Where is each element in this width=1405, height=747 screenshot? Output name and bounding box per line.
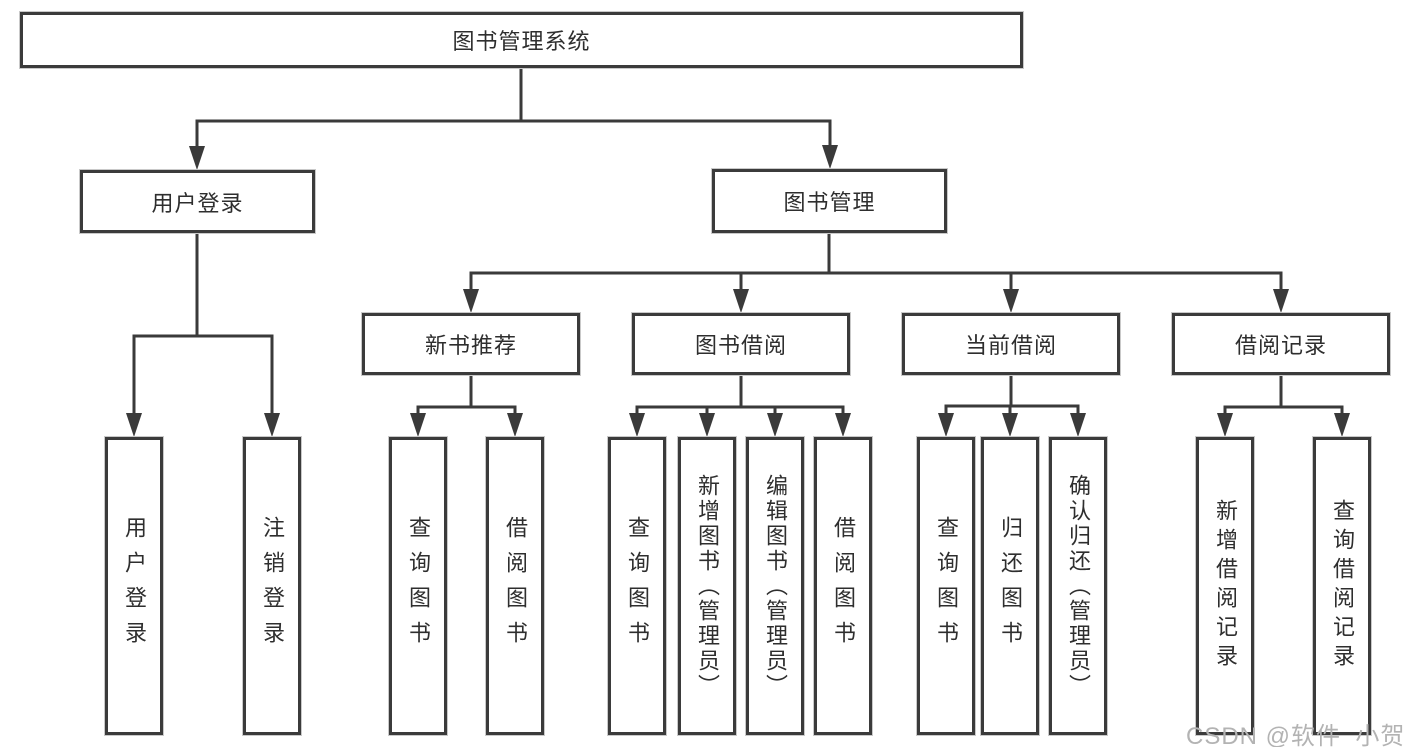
leaf-logout: 注销登录 (243, 437, 301, 735)
leaf-add-books-admin: 新增图书（管理员） (678, 437, 736, 735)
leaf-query-borrow-record: 查询借阅记录 (1313, 437, 1371, 735)
node-borrowing-records: 借阅记录 (1172, 313, 1390, 375)
node-label: 图书管理 (783, 190, 876, 215)
node-label: 当前借阅 (964, 333, 1057, 358)
node-current-borrowing: 当前借阅 (902, 313, 1120, 375)
leaf-query-books-newbook: 查询图书 (389, 437, 447, 735)
leaf-confirm-return-admin: 确认归还（管理员） (1049, 437, 1107, 735)
connector-userlogin-children (126, 232, 280, 437)
leaf-edit-books-admin: 编辑图书（管理员） (746, 437, 804, 735)
connector-bookmgmt-to-level3 (463, 232, 1289, 313)
connector-newbook-children (410, 374, 523, 437)
csdn-watermark: CSDN @软件_小贺同学 (1186, 723, 1405, 747)
leaf-borrow-books-borrow: 借阅图书 (814, 437, 872, 735)
node-new-book-recommendation: 新书推荐 (362, 313, 580, 375)
leaf-add-borrow-record: 新增借阅记录 (1196, 437, 1254, 735)
leaf-query-books-current: 查询图书 (917, 437, 975, 735)
leaf-return-books: 归还图书 (981, 437, 1039, 735)
leaf-borrow-books-newbook: 借阅图书 (486, 437, 544, 735)
node-label: 借阅记录 (1234, 333, 1327, 358)
node-label: 图书借阅 (694, 333, 787, 358)
node-label: 图书管理系统 (452, 29, 591, 54)
node-label: 新书推荐 (424, 333, 517, 358)
node-book-management-module: 图书管理 (712, 169, 947, 233)
node-book-borrowing: 图书借阅 (632, 313, 850, 375)
connector-root-to-level2 (189, 66, 838, 170)
leaf-query-books-borrow: 查询图书 (608, 437, 666, 735)
node-label: 用户登录 (151, 190, 244, 216)
node-library-system-root: 图书管理系统 (20, 12, 1023, 68)
connector-borrowrecords-children (1217, 374, 1350, 437)
leaf-user-login: 用户登录 (105, 437, 163, 735)
connector-currentborrow-children (938, 374, 1086, 437)
connector-bookborrow-children (629, 374, 851, 437)
node-user-login-module: 用户登录 (80, 170, 315, 233)
